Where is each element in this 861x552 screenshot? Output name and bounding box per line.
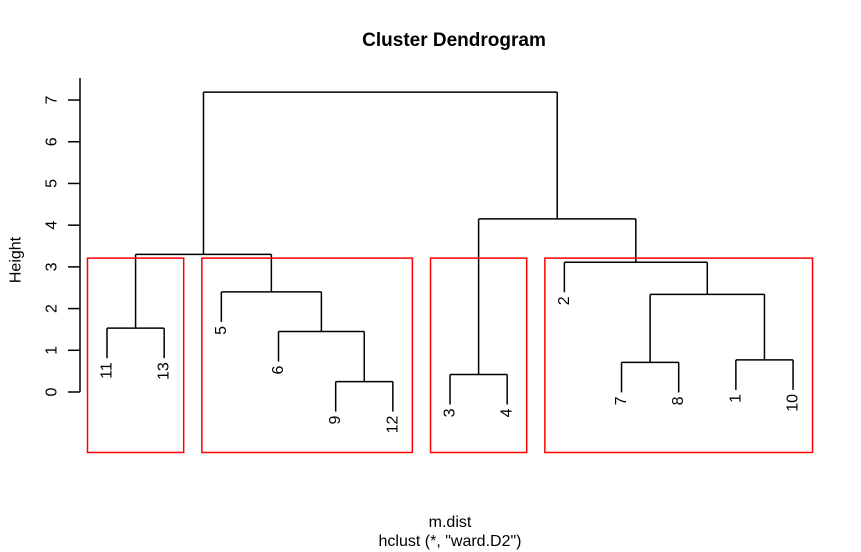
call-subtitle: hclust (*, "ward.D2")	[379, 533, 522, 550]
leaf-label: 10	[785, 394, 802, 412]
leaf-label: 11	[99, 362, 116, 379]
y-axis-title: Height	[8, 236, 25, 283]
leaf-label: 3	[442, 408, 459, 417]
y-axis-tick-label: 2	[44, 304, 61, 313]
y-axis-tick-label: 7	[44, 95, 61, 104]
chart-title: Cluster Dendrogram	[362, 30, 546, 51]
x-axis-label: m.dist	[429, 514, 472, 531]
y-axis-tick-label: 0	[44, 387, 61, 396]
y-axis: 0 1 2 3 4 5 6 7	[44, 78, 81, 396]
cluster-box	[544, 257, 814, 454]
leaf-label: 6	[270, 365, 287, 374]
cluster-box	[201, 257, 414, 454]
leaf-label: 8	[670, 396, 687, 405]
y-axis-tick-label: 6	[44, 137, 61, 146]
leaf-label: 7	[613, 396, 630, 405]
leaf-label: 12	[384, 416, 401, 434]
cluster-boxes	[86, 257, 814, 454]
y-axis-tick-label: 4	[44, 221, 61, 230]
leaf-label: 9	[327, 416, 344, 425]
dendrogram-tree	[106, 91, 794, 412]
cluster-box	[86, 257, 185, 454]
y-axis-tick-label: 1	[44, 346, 61, 355]
leaf-label: 1	[727, 394, 744, 403]
leaf-label: 2	[556, 296, 573, 305]
leaf-label: 5	[213, 326, 230, 335]
leaf-label: 4	[499, 408, 516, 417]
leaf-label: 13	[156, 362, 173, 380]
cluster-box	[429, 257, 528, 454]
y-axis-tick-label: 3	[44, 262, 61, 271]
y-axis-tick-label: 5	[44, 179, 61, 188]
leaf-labels: 11 13 5 6 9 12 3 4 2 7 8 1 10	[99, 296, 802, 433]
